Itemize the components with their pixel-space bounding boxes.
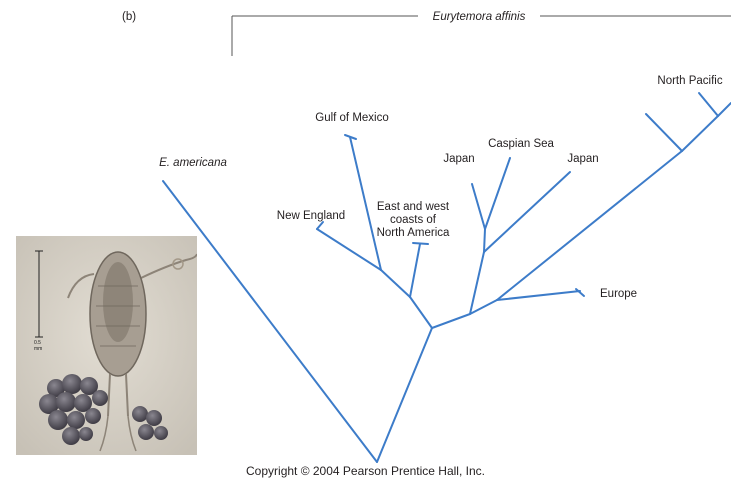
- tip-label-east-west-line1: East and west: [377, 201, 450, 213]
- copepod-photo: 0.5 mm: [16, 236, 197, 455]
- outgroup-label: E. americana: [159, 157, 227, 169]
- branch-east-west-coasts-tip: [413, 243, 428, 244]
- branch-japan-1: [472, 184, 485, 229]
- branch-pacific-a: [646, 114, 682, 151]
- scale-bar-unit: mm: [34, 346, 42, 352]
- tip-label-caspian-sea: Caspian Sea: [488, 138, 554, 150]
- branch-japan-2: [484, 172, 570, 252]
- branch-east-west-coasts: [410, 244, 420, 297]
- branch-na-clade: [410, 297, 432, 328]
- tip-label-japan-1: Japan: [443, 153, 474, 165]
- branch-new-england: [317, 229, 381, 270]
- branch-new-england-tip: [317, 222, 323, 229]
- tip-label-gulf-of-mexico: Gulf of Mexico: [315, 112, 389, 124]
- species-label: Eurytemora affinis: [433, 11, 526, 23]
- tip-label-east-west-line2: coasts of: [390, 214, 437, 226]
- branch-pacific-b: [718, 103, 731, 116]
- branch-caspian-sea: [485, 158, 510, 229]
- branch-ne-gom: [381, 270, 410, 297]
- tree-labels: (b) Eurytemora affinis E. americana Nort…: [122, 11, 723, 300]
- branch-asia-inner: [484, 229, 485, 252]
- branch-pacific-clade: [497, 151, 682, 300]
- copyright-notice: Copyright © 2004 Pearson Prentice Hall, …: [0, 464, 731, 478]
- tip-label-east-west-line3: North America: [377, 227, 450, 239]
- branch-main: [432, 314, 470, 328]
- panel-label: (b): [122, 11, 136, 23]
- branch-europe-node: [470, 300, 497, 314]
- tip-label-europe: Europe: [600, 288, 637, 300]
- branch-europe: [497, 291, 580, 300]
- tree-branches: [163, 93, 731, 462]
- copepod-illustration: 0.5 mm: [16, 236, 197, 455]
- branch-asia-clade: [470, 252, 484, 314]
- tip-label-north-pacific: North Pacific: [657, 75, 722, 87]
- branch-north-pacific: [699, 93, 718, 116]
- branch-root-ingroup: [377, 328, 432, 462]
- branch-pacific-node: [682, 116, 718, 151]
- tip-label-japan-2: Japan: [567, 153, 598, 165]
- tip-label-new-england: New England: [277, 210, 345, 222]
